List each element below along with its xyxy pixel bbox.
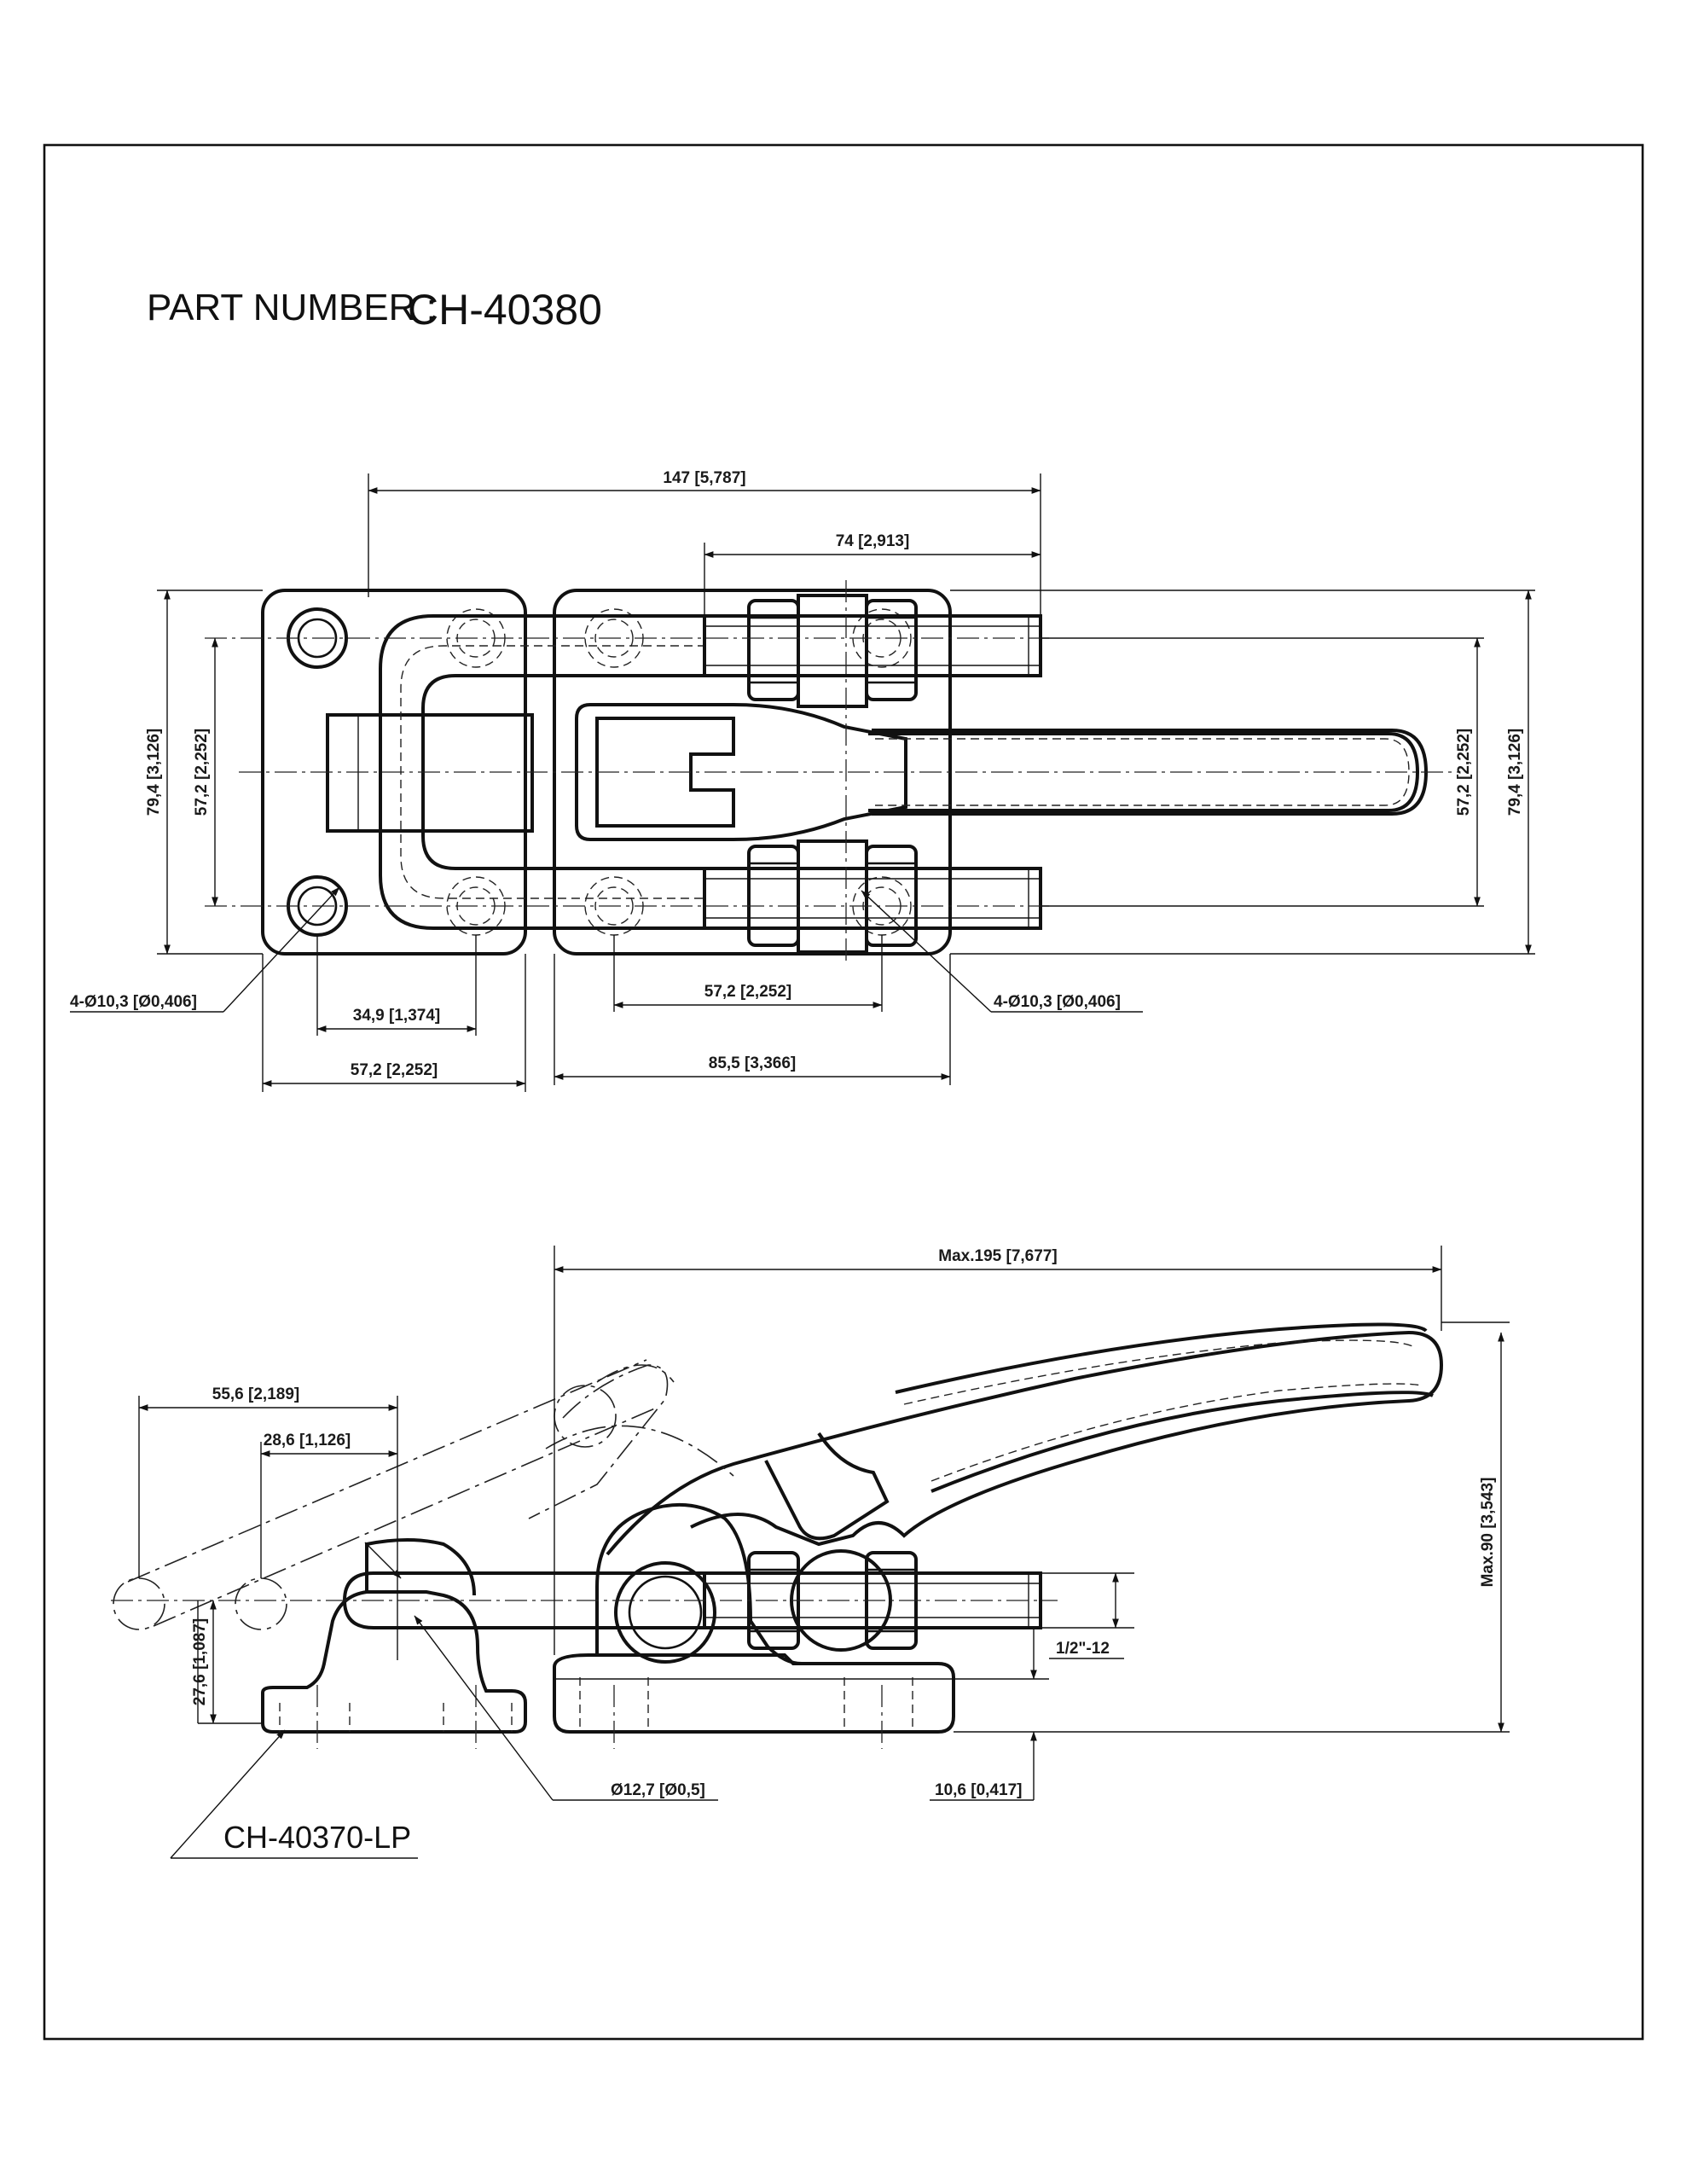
part-number: CH-40380 xyxy=(408,286,602,334)
leader-line xyxy=(414,1615,554,1801)
dim-holes-left: 4-Ø10,3 [Ø0,406] xyxy=(70,993,197,1011)
dim-bar-diameter: Ø12,7 [Ø0,5] xyxy=(611,1781,705,1799)
dim-handle-offset: 74 [2,913] xyxy=(836,532,910,550)
dim-hole-span-right: 57,2 [2,252] xyxy=(1455,729,1473,816)
dim-travel-inner: 28,6 [1,126] xyxy=(264,1432,351,1449)
latch-plate-ref: CH-40370-LP xyxy=(223,1820,411,1855)
dim-right-base-width: 85,5 [3,366] xyxy=(709,1054,796,1072)
handle-side xyxy=(606,1330,1444,1556)
clamp-base-side xyxy=(553,1653,955,1734)
dim-thread: 1/2"-12 xyxy=(1056,1640,1110,1658)
dim-max-height: Max.90 [3,543] xyxy=(1479,1478,1497,1588)
clamp-body-side xyxy=(595,1502,803,1665)
threaded-rod xyxy=(703,614,1042,677)
hex-nut xyxy=(747,594,918,708)
latch-keeper xyxy=(326,713,534,833)
latch-plate-side xyxy=(261,1590,527,1734)
dim-right-hole-pitch: 57,2 [2,252] xyxy=(704,983,791,1001)
phantom-handle xyxy=(528,1364,669,1519)
leader-line xyxy=(170,1729,286,1859)
dim-travel-outer: 55,6 [2,189] xyxy=(212,1385,299,1403)
threaded-rod xyxy=(703,867,1042,930)
latch-bar-side xyxy=(374,1571,708,1629)
sheet-border xyxy=(43,143,1644,2041)
dim-height-right: 79,4 [3,126] xyxy=(1506,729,1524,816)
pivot-pin xyxy=(614,1561,716,1664)
dim-max-length: Max.195 [7,677] xyxy=(938,1247,1057,1265)
title-label: PART NUMBER : xyxy=(147,287,437,328)
u-bar xyxy=(379,614,706,930)
dim-hole-span-left: 57,2 [2,252] xyxy=(193,729,211,816)
dim-base-thickness: 10,6 [0,417] xyxy=(935,1781,1022,1799)
top-view: 147 [5,787] 74 [2,913] 79,4 [3,126] 57,2… xyxy=(70,469,1535,1092)
dim-height-left: 79,4 [3,126] xyxy=(145,729,163,816)
dim-left-base-width: 57,2 [2,252] xyxy=(351,1061,438,1079)
hidden-hole xyxy=(852,608,912,668)
dim-holes-right: 4-Ø10,3 [Ø0,406] xyxy=(994,993,1121,1011)
handle-grip-side xyxy=(895,1322,1434,1493)
dim-latch-height: 27,6 [1,087] xyxy=(191,1618,209,1705)
hex-nut xyxy=(747,839,918,954)
side-view: Max.195 [7,677] Max.90 [3,543] 55,6 [2,1… xyxy=(111,1246,1510,1859)
handle xyxy=(868,732,1420,812)
dim-left-hole-pitch: 34,9 [1,374] xyxy=(353,1007,440,1025)
leader-line xyxy=(223,886,340,1013)
leader-line xyxy=(861,890,992,1013)
dim-overall-length: 147 [5,787] xyxy=(663,469,745,487)
phantom-bar xyxy=(127,1359,658,1627)
clevis-body xyxy=(575,703,907,841)
